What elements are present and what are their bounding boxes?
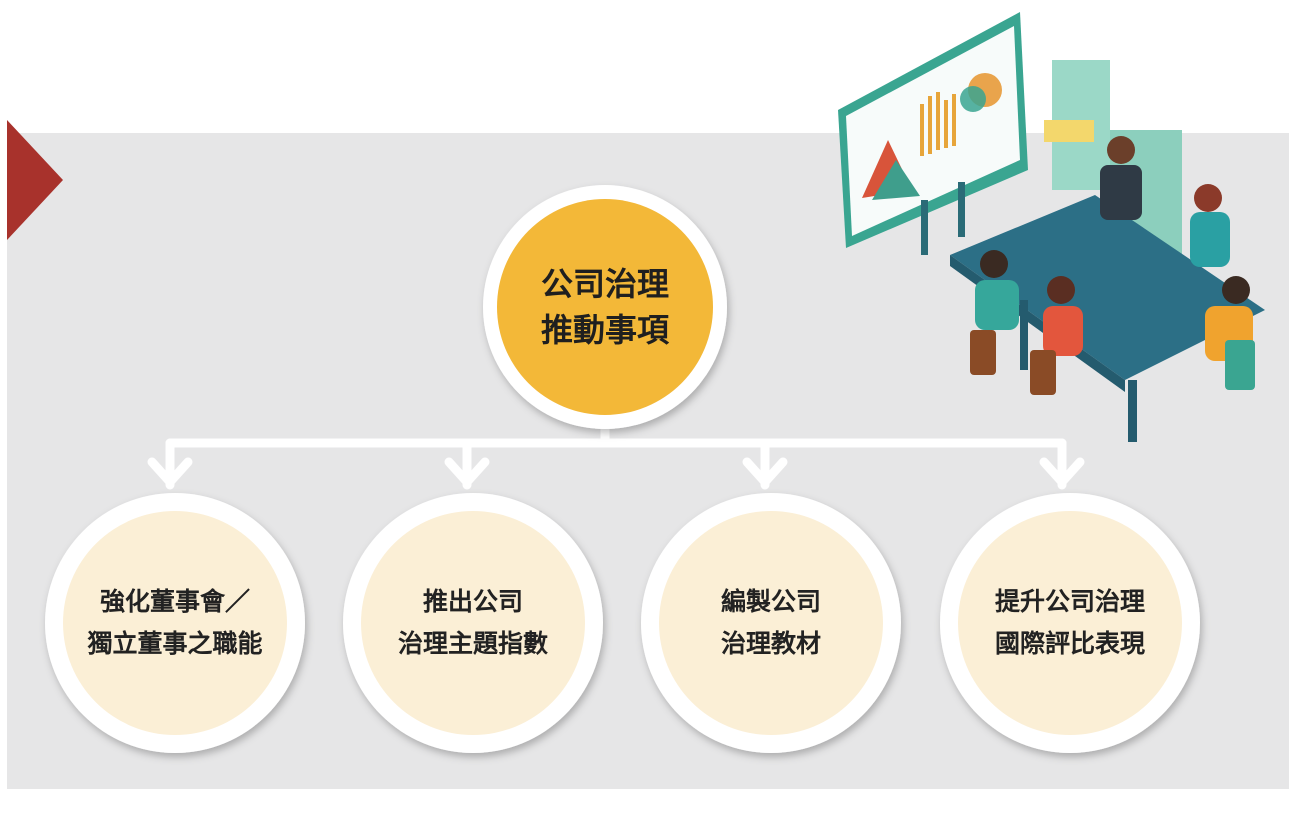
meeting-room-illustration [838,12,1265,442]
node-2-line1: 推出公司 [422,587,523,616]
node-4-line2: 國際評比表現 [994,629,1145,658]
node-circle-1 [45,493,305,753]
presentation-board-icon [838,12,1028,255]
main-node-line1: 公司治理 [540,265,669,303]
main-node-circle [483,185,727,429]
node-3-line1: 編製公司 [720,587,821,616]
people-illustration [970,136,1255,395]
node-2-line2: 治理主題指數 [397,629,548,658]
node-circle-2 [343,493,603,753]
node-circle-3 [641,493,901,753]
node-circle-4 [940,493,1200,753]
node-label-1: 強化董事會／ 獨立董事之職能 [57,505,293,741]
section-marker-triangle [7,120,63,240]
node-label-4: 提升公司治理 國際評比表現 [952,505,1188,741]
node-1-line1: 強化董事會／ [99,587,250,616]
node-label-2: 推出公司 治理主題指數 [355,505,591,741]
main-node-label: 公司治理 推動事項 [485,187,725,427]
node-label-3: 編製公司 治理教材 [653,505,889,741]
node-4-line1: 提升公司治理 [994,587,1145,616]
main-node-line2: 推動事項 [540,311,669,349]
connector-lines [147,415,1085,490]
node-1-line2: 獨立董事之職能 [87,629,263,658]
node-3-line2: 治理教材 [720,629,821,658]
